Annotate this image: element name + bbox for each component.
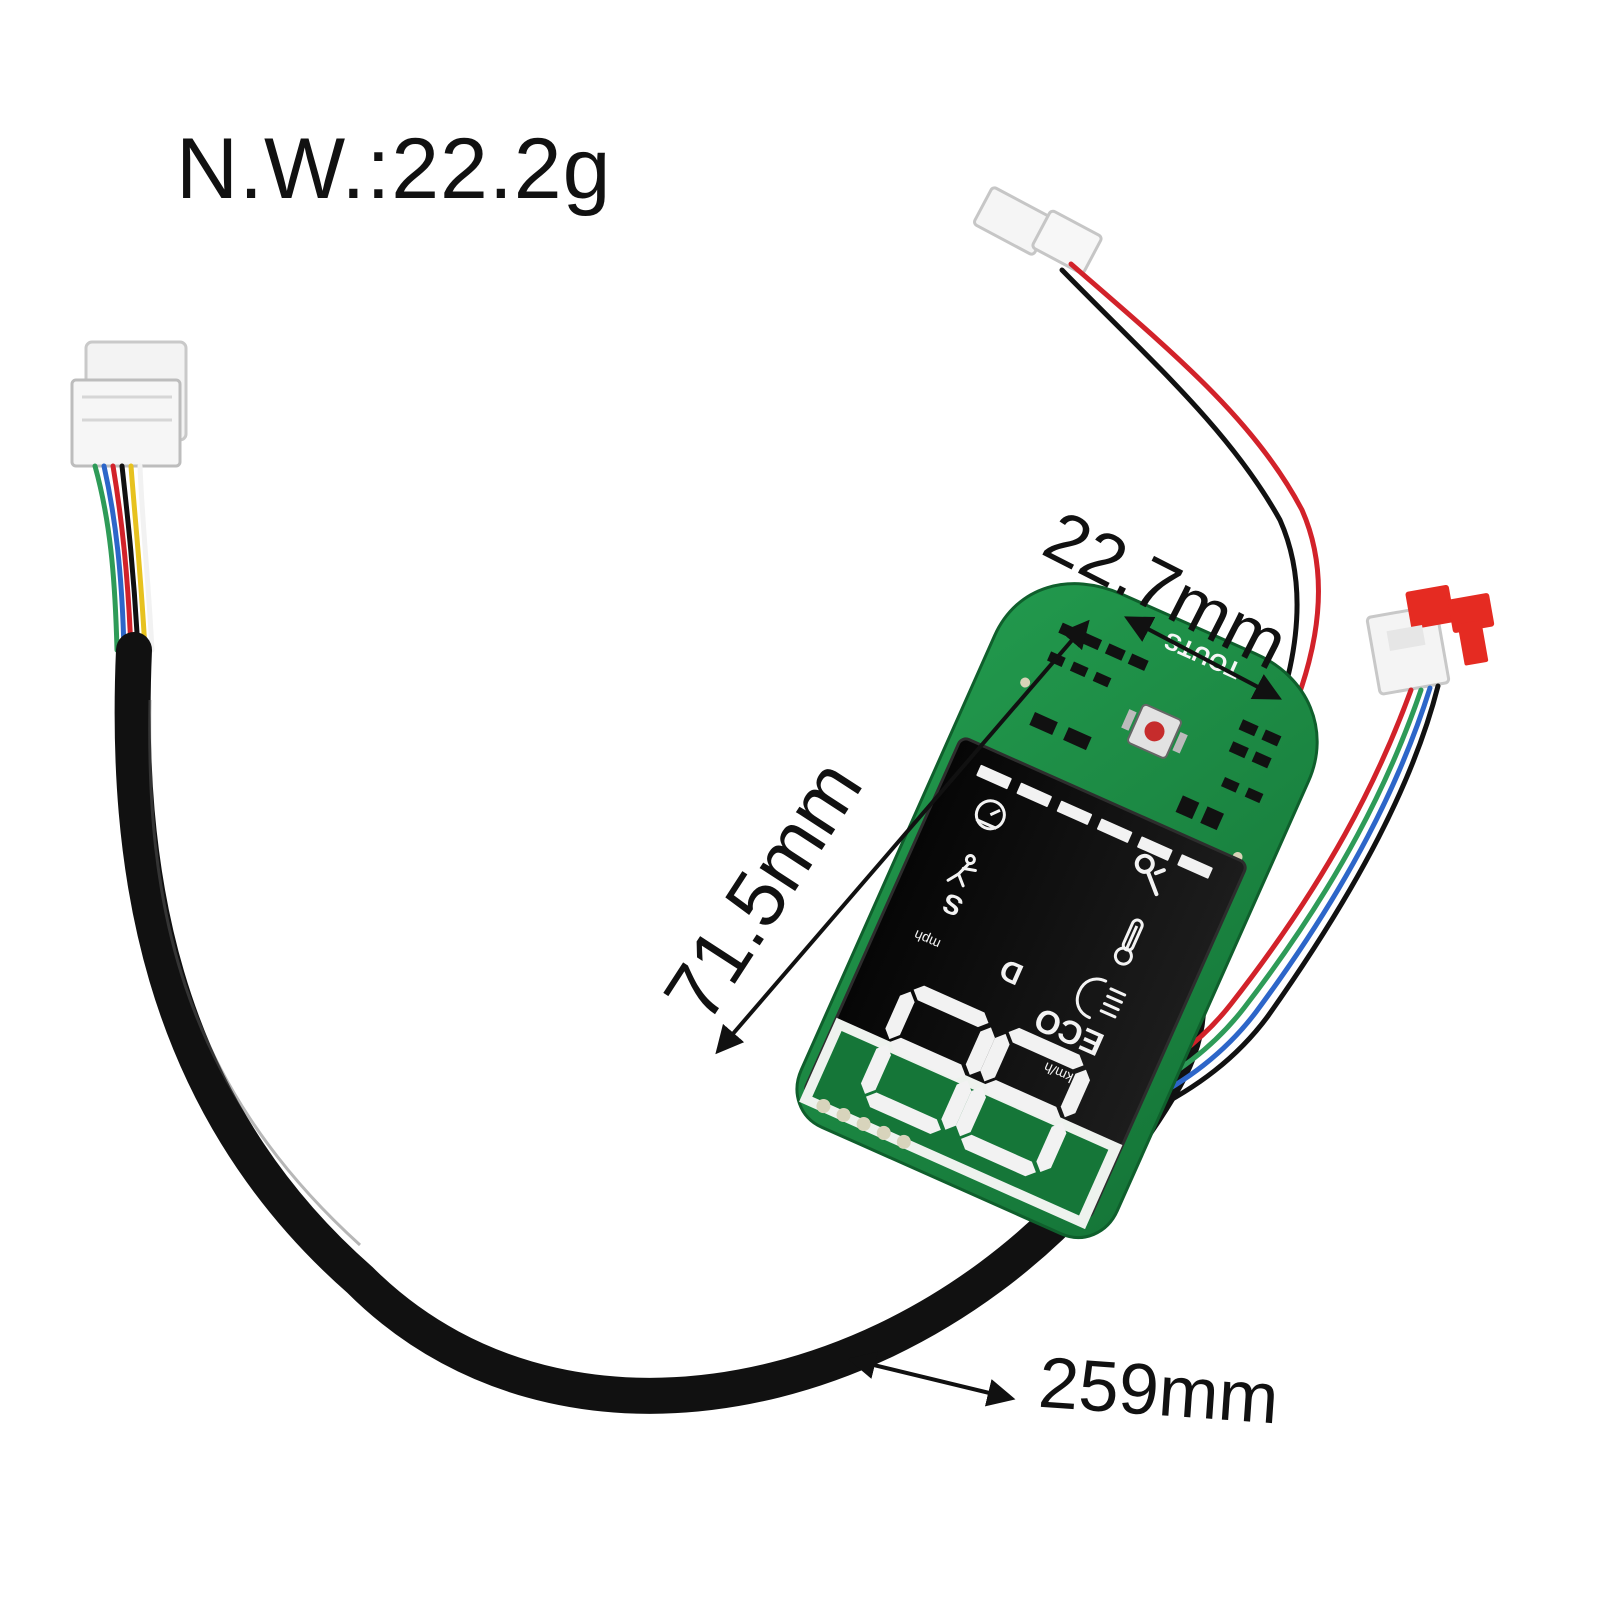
right-connector (1365, 584, 1495, 696)
top-right-connector (973, 186, 1103, 275)
wrench-icon (1134, 853, 1166, 897)
cable-length-label: 259mm (1036, 1343, 1281, 1440)
left-connector (70, 340, 188, 468)
dimension-arrow-icon (715, 616, 1282, 1407)
net-weight-label: N.W.:22.2g (176, 121, 612, 217)
tact-switch-icon (1121, 703, 1188, 759)
bottom-contact-pads (816, 1099, 911, 1149)
left-connector-wires (92, 463, 155, 653)
thermometer-icon (1113, 918, 1144, 966)
